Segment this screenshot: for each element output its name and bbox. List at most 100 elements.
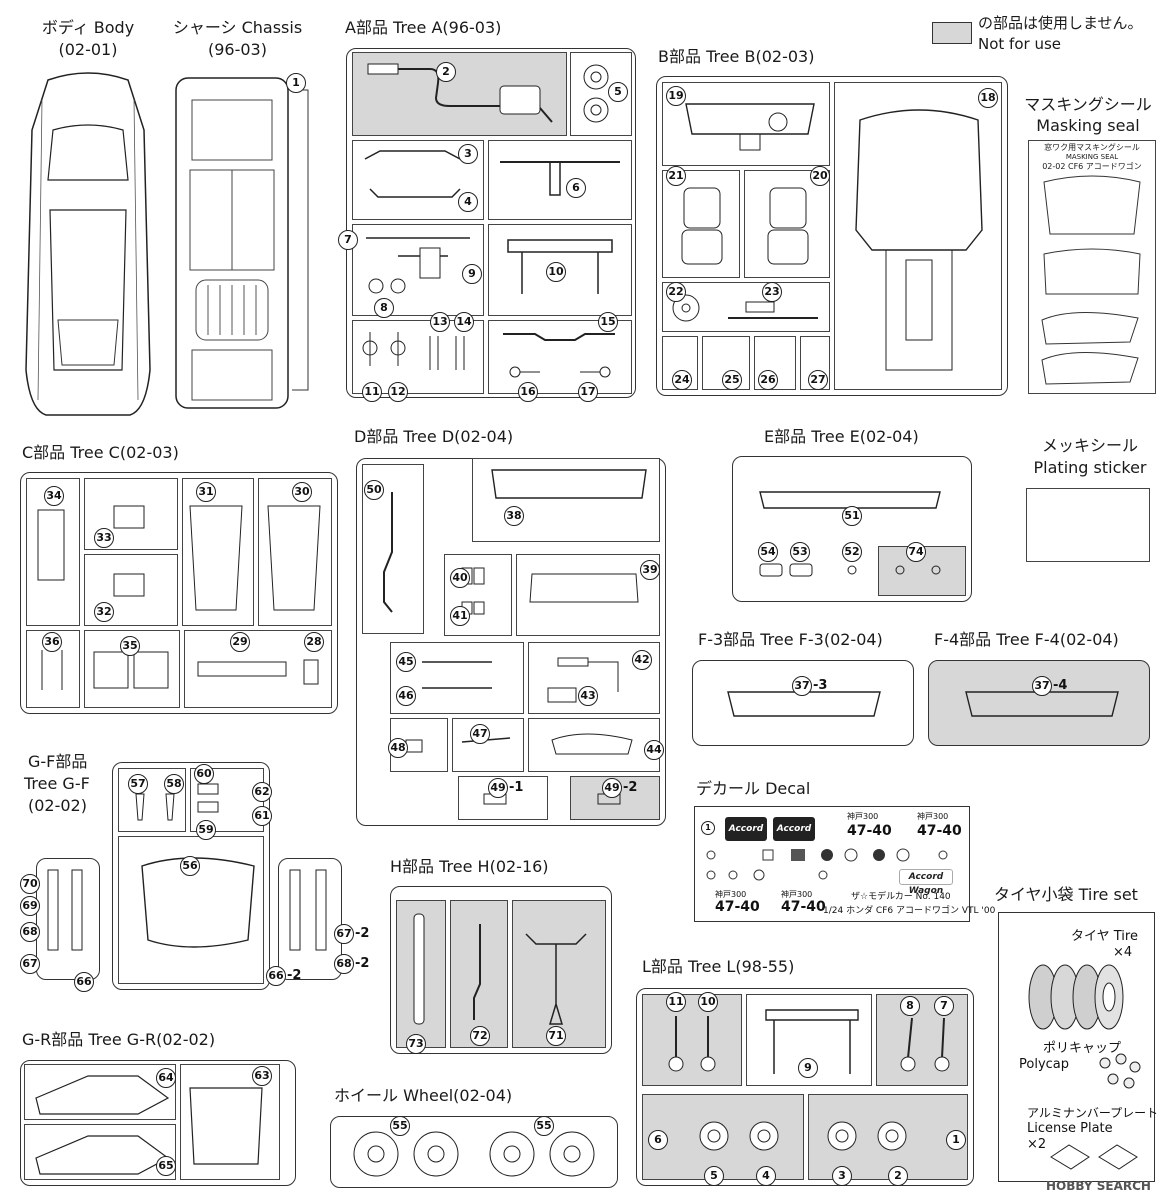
part-number-61: 61 [252,806,272,826]
wheel-header: ホイール Wheel(02-04) [334,1086,513,1105]
polycap-label-en: Polycap [1019,1057,1070,1072]
tree-h-header: H部品 Tree H(02-16) [390,857,549,876]
part-number-8: 8 [374,298,394,318]
tire-stack-drawing [1028,964,1124,1030]
watermark: HOBBY SEARCH [1046,1179,1151,1193]
part-number-68-2: 68 [334,954,354,974]
tree-c-header: C部品 Tree C(02-03) [22,443,179,462]
interior-tub-drawing [855,109,983,371]
part-number-47: 47 [470,724,490,744]
decal-footer-2: 1/24 ホンダ CF6 アコードワゴン VTL '00 [823,906,996,916]
part-number-72: 72 [470,1026,490,1046]
tire-qty: ×4 [1113,945,1133,960]
dashboard-drawing [685,103,815,151]
tree-c-frame [20,472,338,714]
decal-plate-a: 47-40 [847,823,892,839]
part-number-62: 62 [252,782,272,802]
part-number-5-l: 5 [704,1166,724,1186]
decal-plate-city-b: 神戸300 [917,812,949,821]
part-number-22: 22 [666,282,686,302]
tree-c-parts-drawing [37,505,321,690]
part-number-68: 68 [20,922,40,942]
part-number-35: 35 [120,636,140,656]
part-number-41: 41 [450,606,470,626]
tree-f3-frame [692,660,914,746]
tree-c-cell-36 [26,630,80,708]
part-number-23: 23 [762,282,782,302]
tree-a-cell-15-17 [488,320,632,394]
part-number-6: 6 [566,178,586,198]
tree-l-parts-drawing [668,1009,950,1151]
part-number-12: 12 [388,382,408,402]
legend-text-jp: の部品は使用しません。 [978,14,1143,32]
tree-f4-header: F-4部品 Tree F-4(02-04) [934,630,1119,649]
legend-text-en: Not for use [978,35,1061,53]
part-number-24: 24 [672,370,692,390]
decal-logo-2: Accord Wagon [773,817,815,858]
part-suffix-49-1: -1 [509,780,524,795]
part-number-11-l: 11 [666,992,686,1012]
body-drawing [25,72,151,416]
part-number-65: 65 [156,1156,176,1176]
part-number-20: 20 [810,166,830,186]
part-number-27: 27 [808,370,828,390]
tree-c-cell-31 [182,478,254,626]
part-number-34: 34 [44,486,64,506]
decal-plate-city-d: 神戸300 [781,890,813,899]
decal-plate-city-c: 神戸300 [715,890,747,899]
part-number-29: 29 [230,632,250,652]
tree-l-frame [636,988,974,1186]
part-number-51: 51 [842,506,862,526]
decal-header: デカール Decal [696,779,811,798]
part-number-54: 54 [758,542,778,562]
part-number-31: 31 [196,482,216,502]
part-number-50: 50 [364,480,384,500]
decal-emblems-row [706,848,948,881]
part-number-73: 73 [406,1034,426,1054]
part-number-59: 59 [196,820,216,840]
tree-gf-frame-right [278,858,342,980]
part-number-6-l: 6 [648,1130,668,1150]
part-suffix-37-4: -4 [1053,678,1068,693]
part-number-48: 48 [388,738,408,758]
masking-header-en: Masking seal [1036,116,1140,135]
part-number-37-3: 37 [792,676,812,696]
part-5-drawing [583,64,609,123]
part-number-55-a: 55 [390,1116,410,1136]
not-for-use-swatch [932,22,972,44]
plate-label-en: License Plate [1027,1121,1113,1136]
part-number-13: 13 [430,312,450,332]
part-number-32: 32 [94,602,114,622]
part-number-18: 18 [978,88,998,108]
part-number-30: 30 [292,482,312,502]
tree-f4-frame [928,660,1150,746]
part-number-14: 14 [454,312,474,332]
part-number-74: 74 [906,542,926,562]
seat-right-drawing [767,187,809,265]
part-number-49-2: 49 [602,778,622,798]
part-number-58: 58 [164,774,184,794]
tree-a-cell-11-14 [352,320,484,394]
part-7-9-drawing [366,237,470,294]
tree-b-header: B部品 Tree B(02-03) [658,47,815,66]
polycap-drawing [1099,1053,1141,1089]
tree-f3-header: F-3部品 Tree F-3(02-04) [698,630,883,649]
plating-sticker-sheet [1026,488,1150,562]
plate-qty: ×2 [1027,1137,1047,1152]
tree-gf-header-1: G-F部品 [28,752,88,771]
decal-plate-d: 47-40 [781,899,826,915]
chassis-bracket [292,89,309,391]
part-number-1: 1 [286,73,306,93]
part-number-19: 19 [666,86,686,106]
part-number-16: 16 [518,382,538,402]
seat-left-drawing [681,187,723,265]
part-suffix-67-2: -2 [355,926,370,941]
part-number-3-l: 3 [832,1166,852,1186]
polycap-label-jp: ポリキャップ [1043,1041,1122,1056]
tree-h-parts-drawing [413,913,587,1025]
tree-h-frame [390,886,612,1054]
part-number-56: 56 [180,856,200,876]
part-number-60: 60 [194,764,214,784]
part-number-43: 43 [578,686,598,706]
chassis-drawing [175,77,289,409]
